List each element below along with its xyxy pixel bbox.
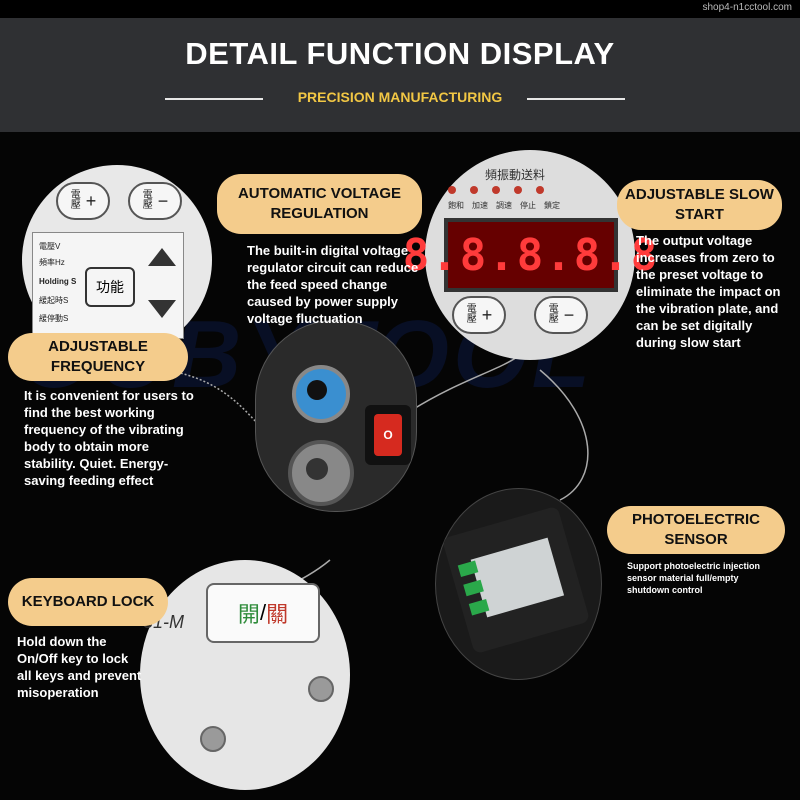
led-icon	[492, 186, 500, 194]
top-strip: shop4-n1cctool.com	[0, 0, 800, 18]
led-icon	[514, 186, 522, 194]
power-switch: O	[365, 405, 411, 465]
frequency-description: It is convenient for users to find the b…	[24, 388, 194, 488]
led-icon	[536, 186, 544, 194]
voltage-minus-key: 電壓−	[128, 182, 182, 220]
auto-voltage-title: AUTOMATIC VOLTAGE REGULATION	[217, 174, 422, 234]
indicator-slow-stop: 緩停動S	[39, 314, 69, 323]
divider-left	[165, 98, 263, 100]
display-digits: 8.8.8.8.8	[402, 229, 660, 281]
led-label: 停止	[520, 201, 536, 210]
socket-pins-icon	[307, 380, 327, 400]
led-labels: 飽和 加速 調速 停止 鎖定	[448, 200, 560, 211]
status-leds	[448, 186, 544, 194]
page-title: DETAIL FUNCTION DISPLAY	[185, 36, 615, 71]
led-label: 鎖定	[544, 201, 560, 210]
panel-banner-text: 頻振動送料	[485, 168, 546, 182]
voltage-key-label: 電壓	[466, 304, 477, 325]
voltage-plus-key: 電壓+	[452, 296, 506, 334]
on-label: 開	[237, 602, 260, 627]
page-subtitle: PRECISION MANUFACTURING	[297, 89, 503, 105]
onoff-separator: /	[259, 600, 267, 625]
watermark-text: shop4-n1cctool.com	[702, 2, 793, 13]
voltage-plus-key: 電壓+	[56, 182, 110, 220]
led-label: 飽和	[448, 201, 464, 210]
led-icon	[448, 186, 456, 194]
off-label: 關	[266, 602, 289, 627]
screw-icon	[200, 726, 226, 752]
voltage-key-label: 電壓	[548, 304, 559, 325]
onoff-key: 開 / 關	[206, 583, 320, 643]
photoelectric-title: PHOTOELECTRIC SENSOR	[607, 506, 785, 554]
arrow-down-icon	[148, 300, 176, 318]
indicator-slow-start: 緩起時S	[39, 296, 69, 305]
rocker-switch-icon: O	[374, 414, 402, 456]
indicator-frequency: 頻率Hz	[39, 258, 65, 267]
arrow-up-icon	[148, 248, 176, 266]
minus-sign: −	[157, 190, 169, 211]
keyboard-lock-title: KEYBOARD LOCK	[8, 578, 168, 626]
voltage-key-label: 電壓	[70, 190, 81, 211]
voltage-minus-key: 電壓−	[534, 296, 588, 334]
minus-sign: −	[563, 304, 575, 325]
led-label: 加速	[472, 201, 488, 210]
led-display: 8.8.8.8.8	[403, 218, 657, 292]
led-icon	[470, 186, 478, 194]
indicator-voltage: 電壓V	[39, 242, 61, 251]
led-label: 調速	[496, 201, 512, 210]
function-key: 功能	[85, 267, 135, 307]
voltage-keys-right: 電壓+ 電壓−	[452, 296, 588, 334]
voltage-keys-left: 電壓+ 電壓−	[56, 182, 182, 220]
screw-icon	[308, 676, 334, 702]
slow-start-title: ADJUSTABLE SLOW START	[617, 180, 782, 230]
photoelectric-description: Support photoelectric injection sensor m…	[627, 561, 761, 595]
keyboard-lock-description: Hold down the On/Off key to lock all key…	[17, 634, 142, 700]
auto-voltage-description: The built-in digital voltage regulator c…	[247, 243, 419, 326]
voltage-key-label: 電壓	[142, 190, 153, 211]
divider-right	[527, 98, 625, 100]
slow-start-description: The output voltage increases from zero t…	[636, 233, 781, 350]
plus-sign: +	[481, 304, 493, 325]
frequency-title: ADJUSTABLE FREQUENCY	[8, 333, 188, 381]
holding-label: Holding S	[39, 277, 77, 286]
header-band	[0, 18, 800, 132]
plus-sign: +	[85, 190, 97, 211]
plug-pins-icon	[306, 458, 328, 480]
